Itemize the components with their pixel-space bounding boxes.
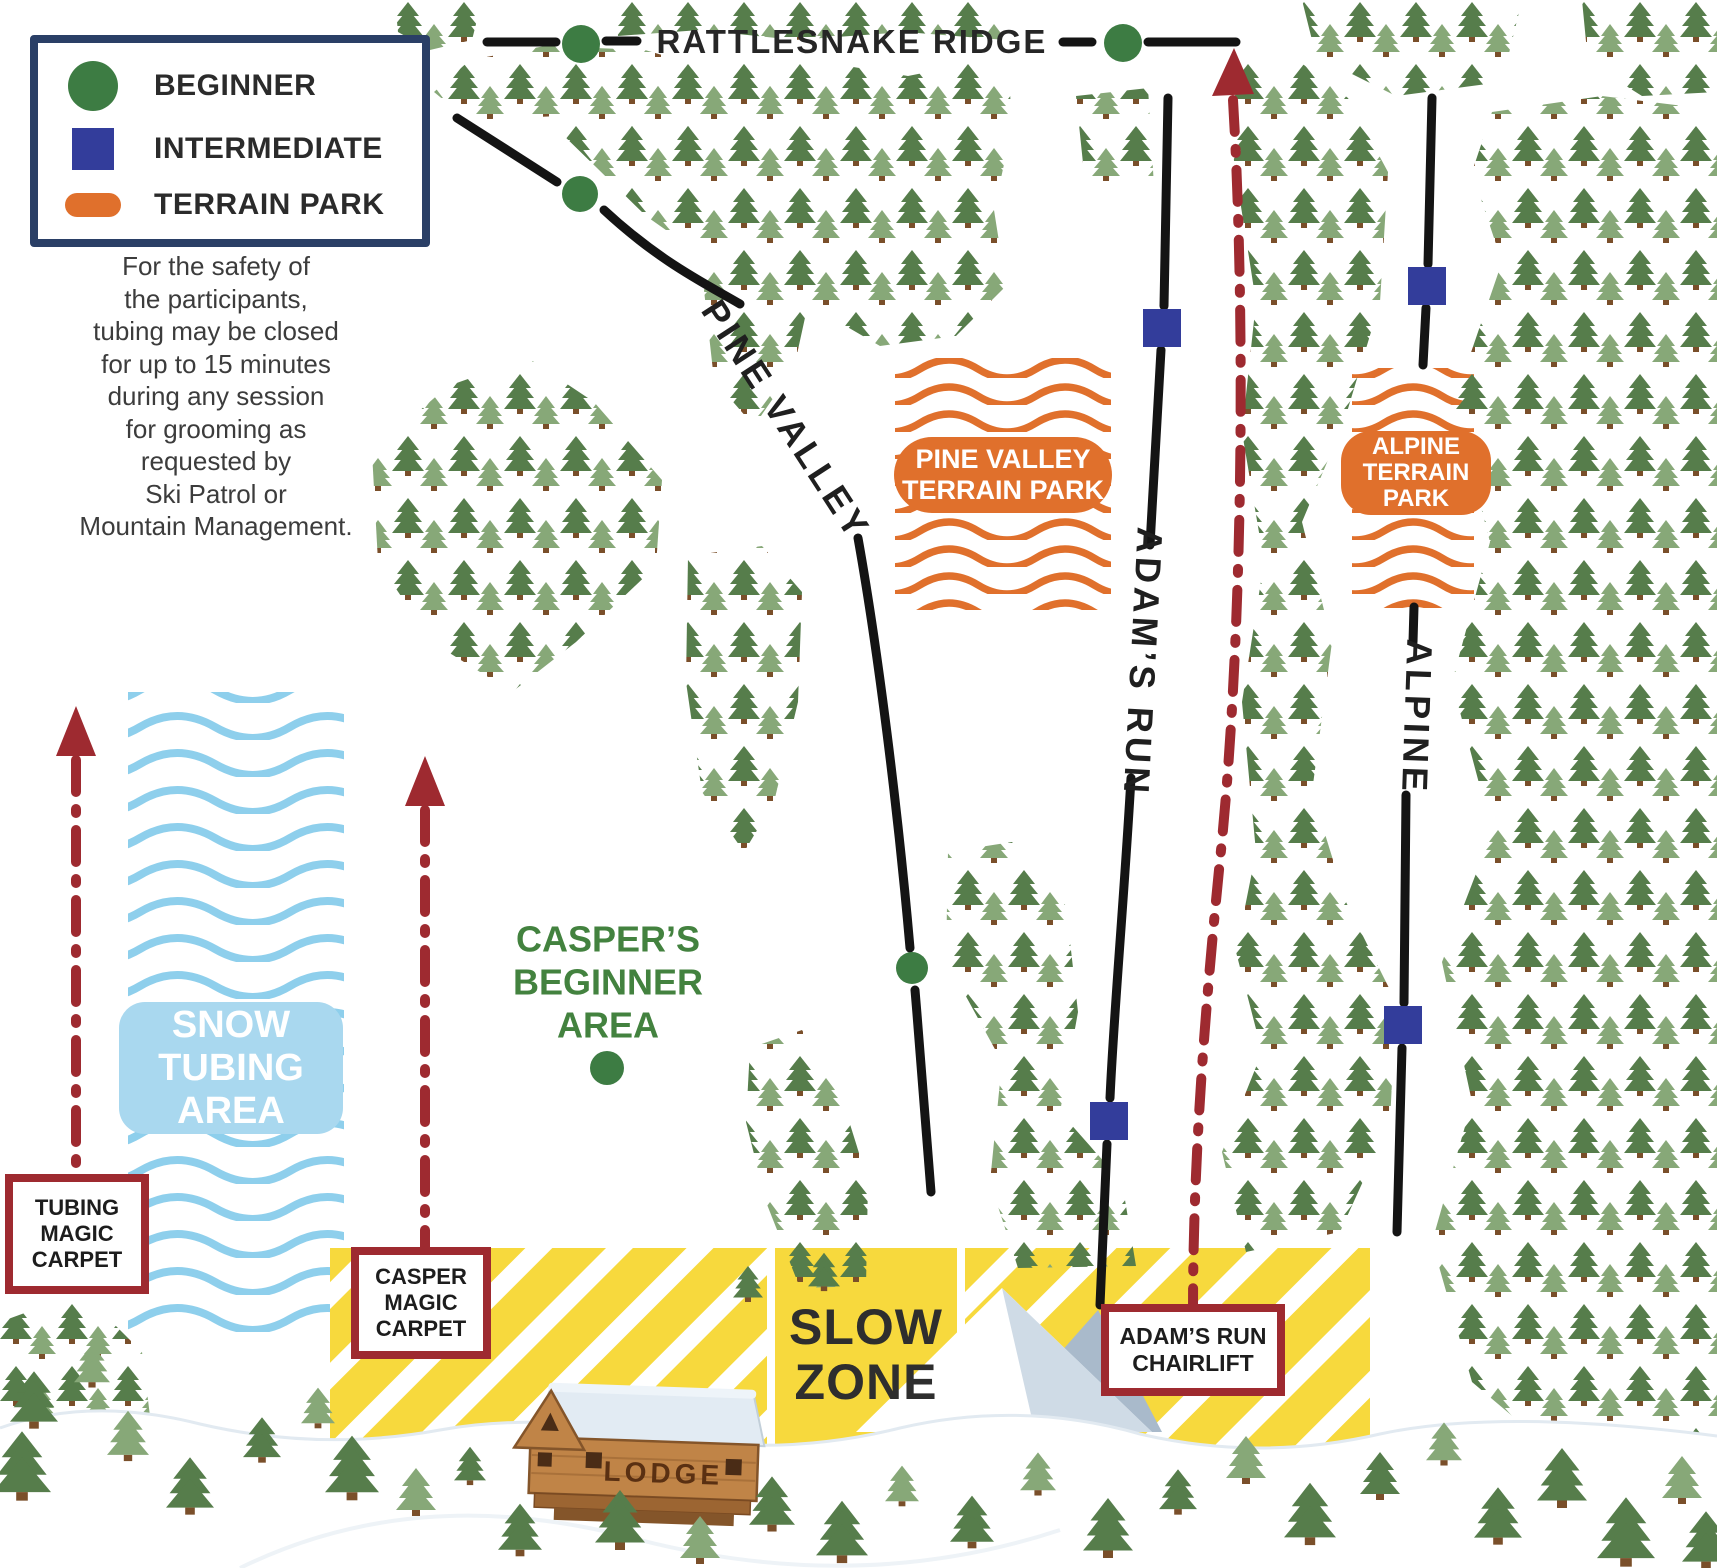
lodge-label: LODGE <box>603 1456 724 1491</box>
lodge-base-lower <box>553 1507 734 1527</box>
intermediate-marker <box>1384 1006 1422 1044</box>
beginner-marker <box>590 1051 624 1085</box>
trail-pine-valley <box>452 113 936 1197</box>
beginner-marker <box>896 952 928 984</box>
adams-run-chairlift-line <box>1188 95 1246 1315</box>
mountain-shade <box>1002 1288 1152 1432</box>
trail-lines <box>452 36 1437 1310</box>
beginner-marker <box>1104 24 1142 62</box>
intermediate-marker <box>1090 1102 1128 1140</box>
forest-regions <box>0 0 1717 1472</box>
lodge-building: LODGE <box>511 1382 766 1527</box>
pine-valley-terrain-park-waves <box>895 358 1111 610</box>
chairlift-arrow-icon <box>1212 48 1254 96</box>
lodge-window <box>725 1458 742 1476</box>
lodge-window <box>585 1451 603 1469</box>
lodge-roof-ridge <box>548 1382 757 1399</box>
snow-tubing-waves <box>128 692 344 1340</box>
lift-lines <box>71 95 1246 1315</box>
tubing-lift-arrow-icon <box>56 706 96 756</box>
trail-alpine <box>1392 93 1437 1237</box>
beginner-marker <box>562 25 600 63</box>
intermediate-marker <box>1143 309 1181 347</box>
intermediate-marker <box>1408 267 1446 305</box>
casper-lift-arrow-icon <box>405 756 445 806</box>
lodge-planks <box>531 1454 756 1482</box>
lift-arrows <box>56 48 1254 806</box>
lodge-gable-window <box>540 1412 559 1431</box>
lodge-window <box>537 1452 553 1467</box>
beginner-marker <box>562 176 598 212</box>
trail-adams-run <box>1095 93 1173 1310</box>
trail-rattlesnake-ridge <box>482 36 1241 47</box>
trail-markers <box>562 24 1446 1140</box>
